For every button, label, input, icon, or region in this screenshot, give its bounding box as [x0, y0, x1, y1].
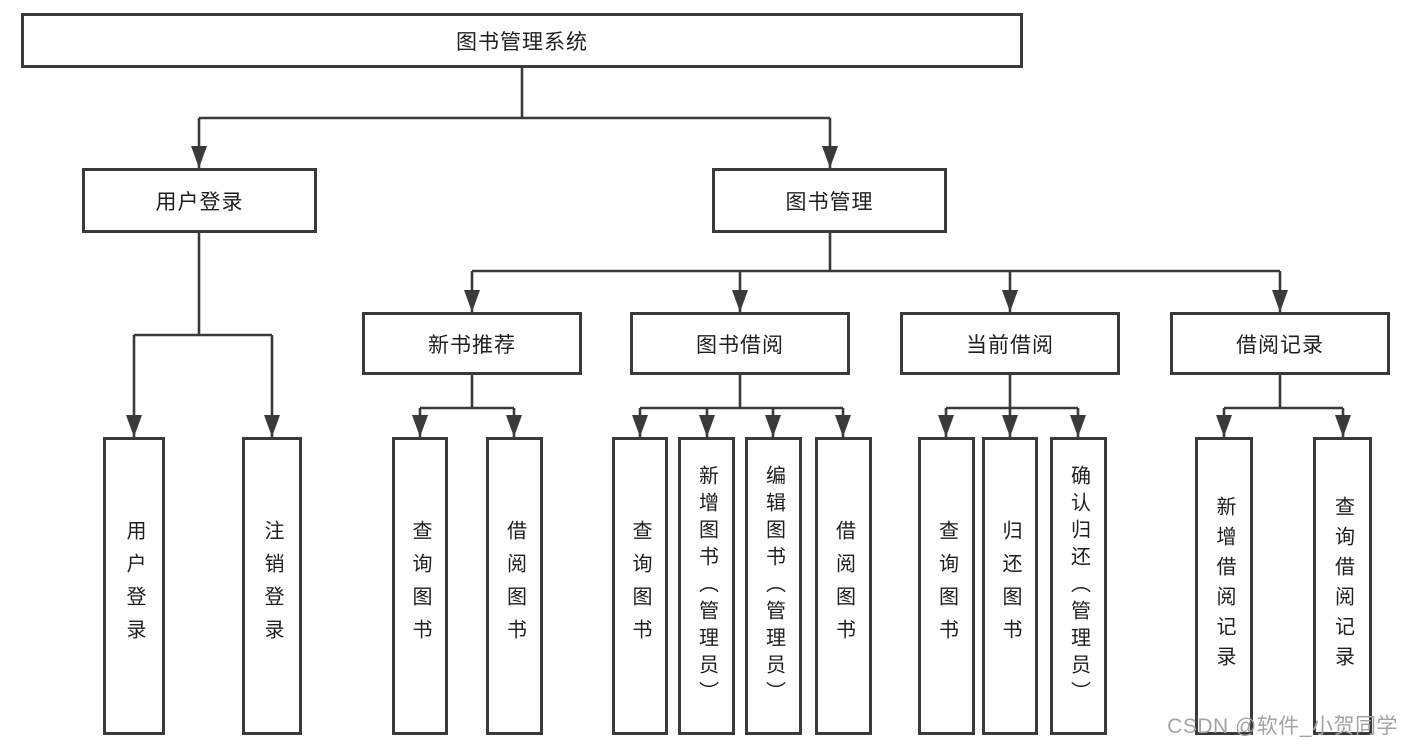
leaf-query-books-2-label: 查询图书	[629, 520, 651, 652]
leaf-logout-label: 注销登录	[261, 520, 283, 652]
leaf-query-books-1-label: 查询图书	[409, 520, 431, 652]
leaf-add-books-admin-label: 新增图书（管理员）	[695, 464, 718, 708]
node-root: 图书管理系统	[21, 13, 1023, 68]
leaf-edit-books-admin-label: 编辑图书（管理员）	[762, 464, 785, 708]
leaf-borrow-books-1: 借阅图书	[486, 437, 543, 735]
leaf-confirm-return-admin-label: 确认归还（管理员）	[1067, 464, 1090, 708]
node-root-label: 图书管理系统	[456, 30, 588, 54]
leaf-query-books-3: 查询图书	[918, 437, 975, 735]
leaf-edit-books-admin: 编辑图书（管理员）	[745, 437, 802, 735]
leaf-logout: 注销登录	[242, 437, 302, 735]
node-borrow-records-label: 借阅记录	[1236, 333, 1324, 357]
leaf-query-borrow-record: 查询借阅记录	[1313, 437, 1372, 735]
leaf-query-books-1: 查询图书	[392, 437, 448, 735]
leaf-borrow-books-2-label: 借阅图书	[832, 520, 855, 652]
leaf-user-login-label: 用户登录	[123, 520, 145, 652]
leaf-confirm-return-admin: 确认归还（管理员）	[1050, 437, 1107, 735]
node-book-management-label: 图书管理	[785, 190, 874, 214]
leaf-return-books-label: 归还图书	[999, 520, 1021, 652]
node-current-borrow: 当前借阅	[900, 312, 1120, 375]
node-current-borrow-label: 当前借阅	[966, 333, 1054, 357]
leaf-query-borrow-record-label: 查询借阅记录	[1331, 496, 1354, 676]
node-book-borrow: 图书借阅	[630, 312, 850, 375]
node-user-login: 用户登录	[82, 168, 317, 233]
leaf-borrow-books-1-label: 借阅图书	[503, 520, 526, 652]
node-book-borrow-label: 图书借阅	[696, 333, 784, 357]
leaf-borrow-books-2: 借阅图书	[815, 437, 872, 735]
watermark: CSDN @软件_小贺同学	[1167, 715, 1398, 738]
node-book-management: 图书管理	[712, 168, 947, 233]
leaf-user-login: 用户登录	[103, 437, 165, 735]
node-new-book-recommend-label: 新书推荐	[428, 333, 516, 357]
node-borrow-records: 借阅记录	[1170, 312, 1390, 375]
node-new-book-recommend: 新书推荐	[362, 312, 582, 375]
leaf-return-books: 归还图书	[982, 437, 1038, 735]
leaf-add-borrow-record: 新增借阅记录	[1195, 437, 1253, 735]
leaf-query-books-3-label: 查询图书	[935, 520, 958, 652]
leaf-add-books-admin: 新增图书（管理员）	[678, 437, 735, 735]
leaf-query-books-2: 查询图书	[612, 437, 668, 735]
node-user-login-label: 用户登录	[155, 190, 244, 214]
leaf-add-borrow-record-label: 新增借阅记录	[1213, 496, 1235, 676]
